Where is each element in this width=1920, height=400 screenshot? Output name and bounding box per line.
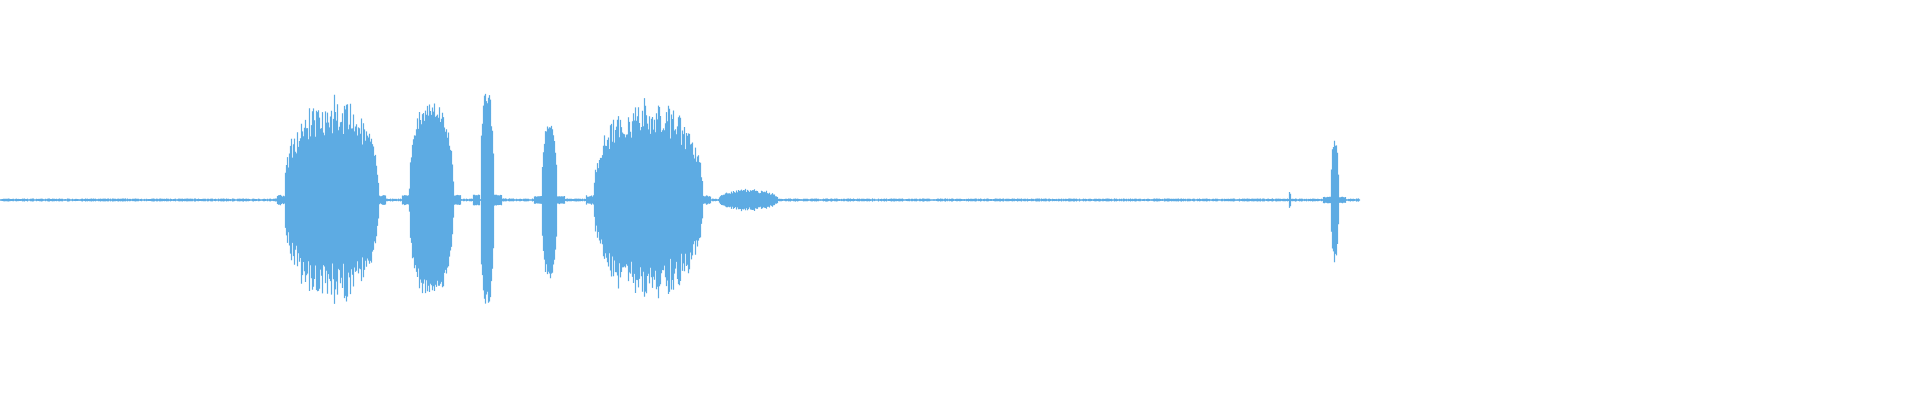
waveform-trace xyxy=(0,93,1361,304)
waveform-bars xyxy=(0,93,1361,304)
